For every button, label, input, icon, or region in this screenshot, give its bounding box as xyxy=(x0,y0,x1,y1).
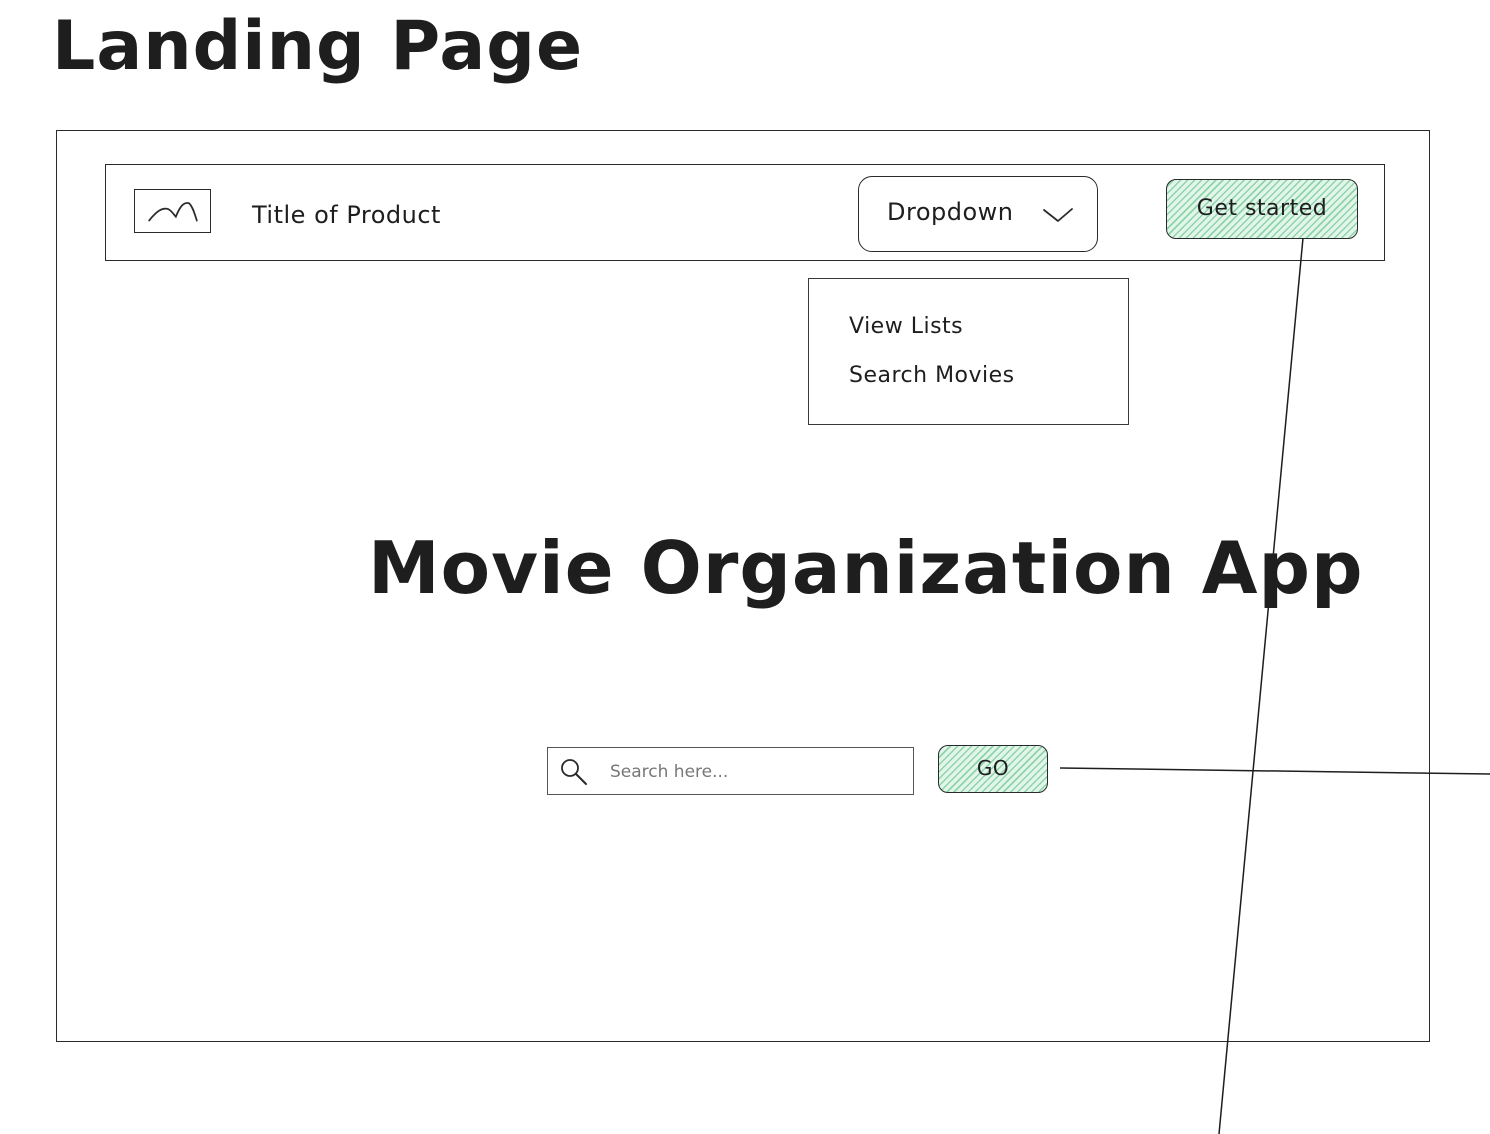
search-box[interactable] xyxy=(547,747,914,795)
navbar xyxy=(105,164,1385,261)
image-placeholder-icon[interactable] xyxy=(134,189,211,233)
go-label: GO xyxy=(976,756,1010,780)
hero-title: Movie Organization App xyxy=(368,526,1364,610)
page-frame xyxy=(56,130,1430,1042)
product-title: Title of Product xyxy=(252,201,441,229)
menu-item-search-movies[interactable]: Search Movies xyxy=(849,363,1015,388)
get-started-button[interactable]: Get started xyxy=(1166,179,1358,239)
go-button[interactable]: GO xyxy=(938,745,1048,793)
get-started-label: Get started xyxy=(1196,196,1328,221)
dropdown-menu: View Lists Search Movies xyxy=(808,278,1129,425)
page-heading: Landing Page xyxy=(52,7,584,86)
dropdown-label: Dropdown xyxy=(887,198,1014,226)
menu-item-view-lists[interactable]: View Lists xyxy=(849,314,964,339)
search-icon xyxy=(561,759,587,785)
search-input[interactable] xyxy=(608,756,902,788)
chevron-down-icon xyxy=(1043,208,1073,222)
dropdown-select[interactable]: Dropdown xyxy=(858,176,1098,252)
